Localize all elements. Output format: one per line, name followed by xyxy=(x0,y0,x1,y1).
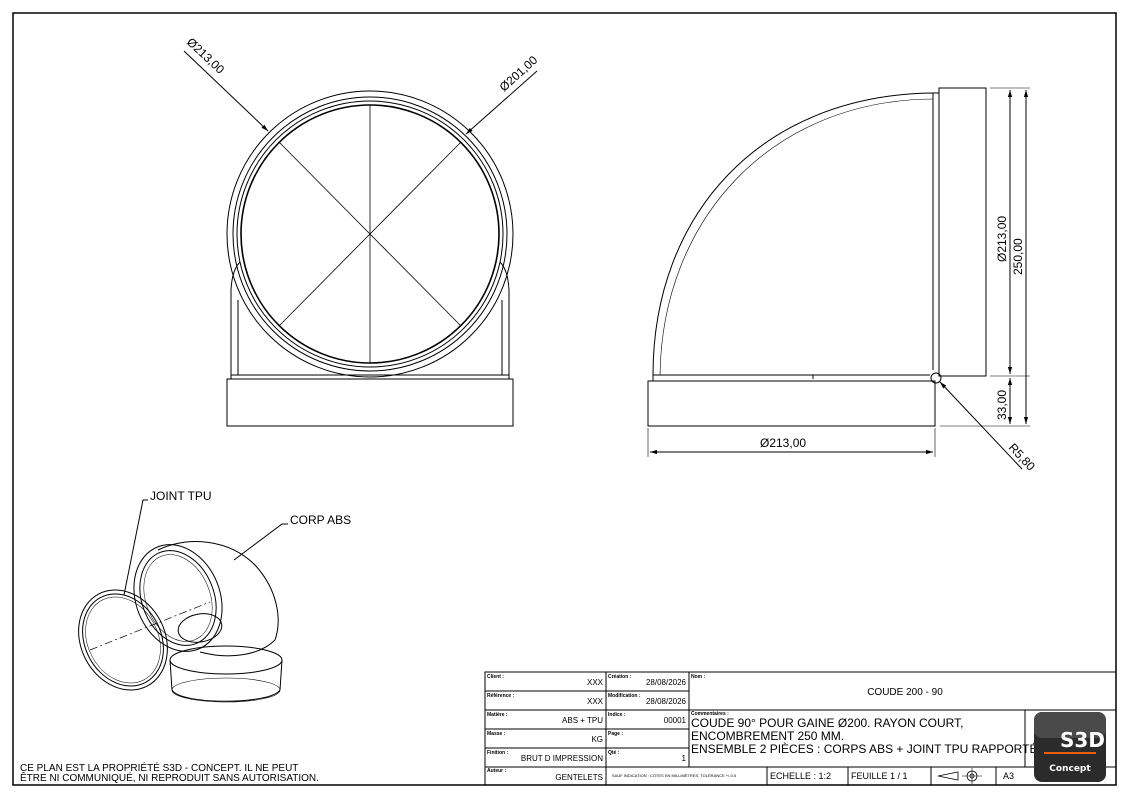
tb-index-value: 00001 xyxy=(664,716,687,725)
tb-tolerance-note: SAUF INDICATION : COTES EN MILLIMÈTRES, … xyxy=(612,773,737,778)
tb-author-value: GENTELETS xyxy=(555,773,603,782)
tb-comments-label: Commentaires : xyxy=(691,711,729,717)
tb-modified-label: Modification : xyxy=(608,693,641,699)
tb-qty-label: Qté : xyxy=(608,750,620,756)
tb-created-value: 28/08/2026 xyxy=(646,678,687,687)
tb-material-label: Matière : xyxy=(487,712,508,718)
side-collar-bottom xyxy=(647,380,936,427)
projection-symbol xyxy=(937,771,959,781)
tb-index-label: Indice : xyxy=(608,712,626,718)
side-dim-height-total: 250,00 xyxy=(1011,238,1025,275)
tb-name-label: Nom : xyxy=(691,674,706,680)
side-dim-collar: 33,00 xyxy=(995,390,1009,420)
side-view xyxy=(647,87,1030,470)
tb-reference-label: Référence : xyxy=(487,693,515,699)
tb-material-value: ABS + TPU xyxy=(562,716,603,725)
side-elbow-outer xyxy=(652,92,934,376)
tb-name-value: COUDE 200 - 90 xyxy=(867,687,943,698)
company-logo: S3D Concept xyxy=(1034,712,1106,782)
tb-sheet: FEUILLE 1 / 1 xyxy=(851,771,908,781)
property-notice-line2: ÊTRE NI COMMUNIQUÉ, NI REPRODUIT SANS AU… xyxy=(20,771,319,784)
title-block xyxy=(484,671,1117,786)
callout-joint: JOINT TPU xyxy=(150,489,212,503)
tb-mass-value: KG xyxy=(591,735,603,744)
tb-mass-label: Masse : xyxy=(487,731,506,737)
logo-sub-text: Concept xyxy=(1049,764,1091,774)
side-collar-right xyxy=(938,87,987,377)
tb-client-label: Client : xyxy=(487,674,504,680)
front-view xyxy=(183,50,538,427)
tb-comment-line1: COUDE 90° POUR GAINE Ø200. RAYON COURT, xyxy=(691,716,963,730)
iso-joint-ring xyxy=(78,589,168,691)
tb-finish-value: BRUT D IMPRESSION xyxy=(521,754,603,763)
tb-created-label: Création : xyxy=(608,674,632,680)
tb-qty-value: 1 xyxy=(682,754,687,763)
tb-scale: ECHELLE : 1:2 xyxy=(770,771,831,781)
tb-comment-line2: ENCOMBREMENT 250 MM. xyxy=(691,729,844,743)
front-outer-circle xyxy=(226,90,514,378)
tb-comment-line3: ENSEMBLE 2 PIÈCES : CORPS ABS + JOINT TP… xyxy=(691,741,1037,756)
front-collar xyxy=(226,378,514,427)
logo-accent-bar xyxy=(1044,752,1096,754)
property-notice-line1: CE PLAN EST LA PROPRIÉTÉ S3D - CONCEPT. … xyxy=(20,761,298,774)
tb-client-value: XXX xyxy=(587,678,604,687)
iso-view xyxy=(78,499,288,703)
side-dim-height-inner: Ø213,00 xyxy=(995,216,1009,262)
tb-author-label: Auteur : xyxy=(487,768,507,774)
side-dim-width: Ø213,00 xyxy=(760,436,806,450)
callout-body: CORP ABS xyxy=(290,513,351,527)
front-dim-outer: Ø213,00 xyxy=(184,35,227,77)
tb-format: A3 xyxy=(1003,771,1014,781)
tb-page-label: Page : xyxy=(608,731,623,737)
iso-body-mouth xyxy=(133,544,223,652)
sheet-border xyxy=(12,12,1117,786)
tb-reference-value: XXX xyxy=(587,697,604,706)
logo-main-text: S3D xyxy=(1060,728,1105,752)
tb-finish-label: Finition : xyxy=(487,750,508,756)
tb-modified-value: 28/08/2026 xyxy=(646,697,687,706)
